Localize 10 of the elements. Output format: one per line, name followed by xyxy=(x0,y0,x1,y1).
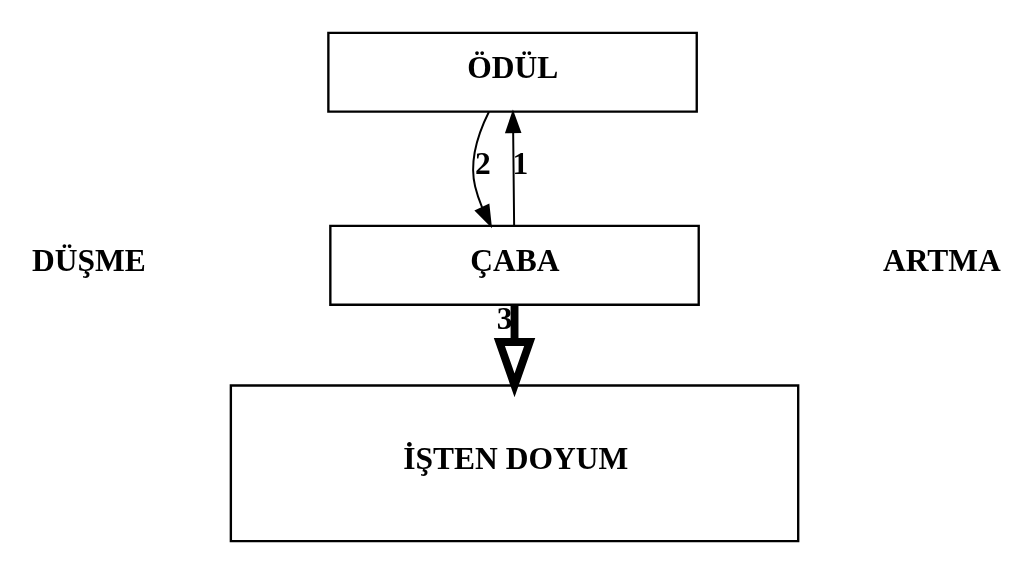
arrow xyxy=(493,305,536,398)
label: ARTMA xyxy=(882,242,1001,278)
node-box: ÖDÜL xyxy=(327,31,698,113)
label: DÜŞME xyxy=(31,242,146,278)
arrow xyxy=(472,110,492,229)
edge-label: 2 xyxy=(475,146,491,182)
arrow xyxy=(504,109,522,227)
node-box: İŞTEN DOYUM xyxy=(229,384,800,543)
node-box: ÇABA xyxy=(329,224,700,306)
edge-label: 1 xyxy=(512,146,529,182)
